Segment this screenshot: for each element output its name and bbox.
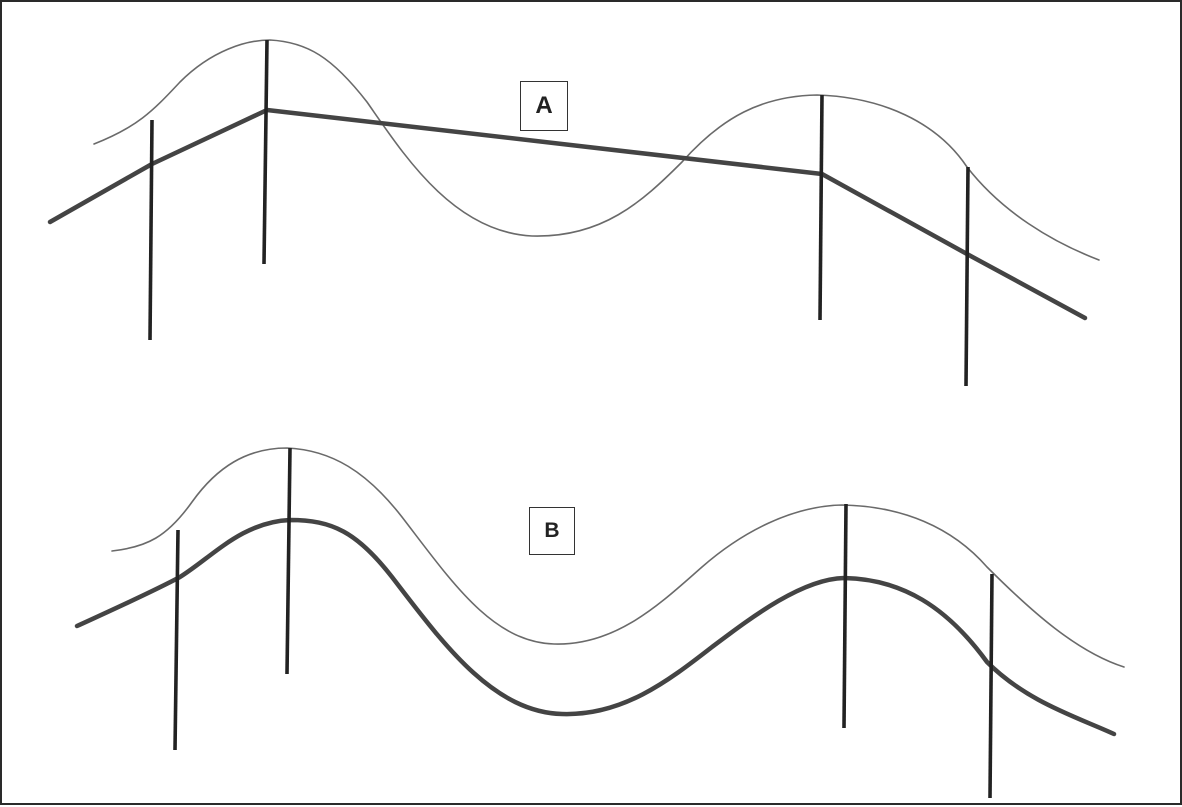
panel-b-terrain-line xyxy=(111,447,1125,668)
panel-b-wire-line xyxy=(74,517,1117,737)
panel-b-pole-3 xyxy=(842,503,848,729)
panel-b-pole-1 xyxy=(173,529,180,751)
panel-a-pole-2 xyxy=(262,39,269,265)
panel-b-label: B xyxy=(529,507,575,555)
panel-a-terrain-line xyxy=(93,39,1100,261)
panel-a-pole-3 xyxy=(818,94,824,321)
panel-b-pole-2 xyxy=(285,447,292,675)
panel-a-wire-line xyxy=(47,107,1088,321)
panel-b-pole-4 xyxy=(988,573,994,799)
panel-b xyxy=(74,447,1125,799)
panel-a xyxy=(47,39,1100,387)
panel-a-label: A xyxy=(520,81,568,131)
panel-a-pole-1 xyxy=(148,119,154,341)
panel-a-pole-4 xyxy=(964,166,970,387)
